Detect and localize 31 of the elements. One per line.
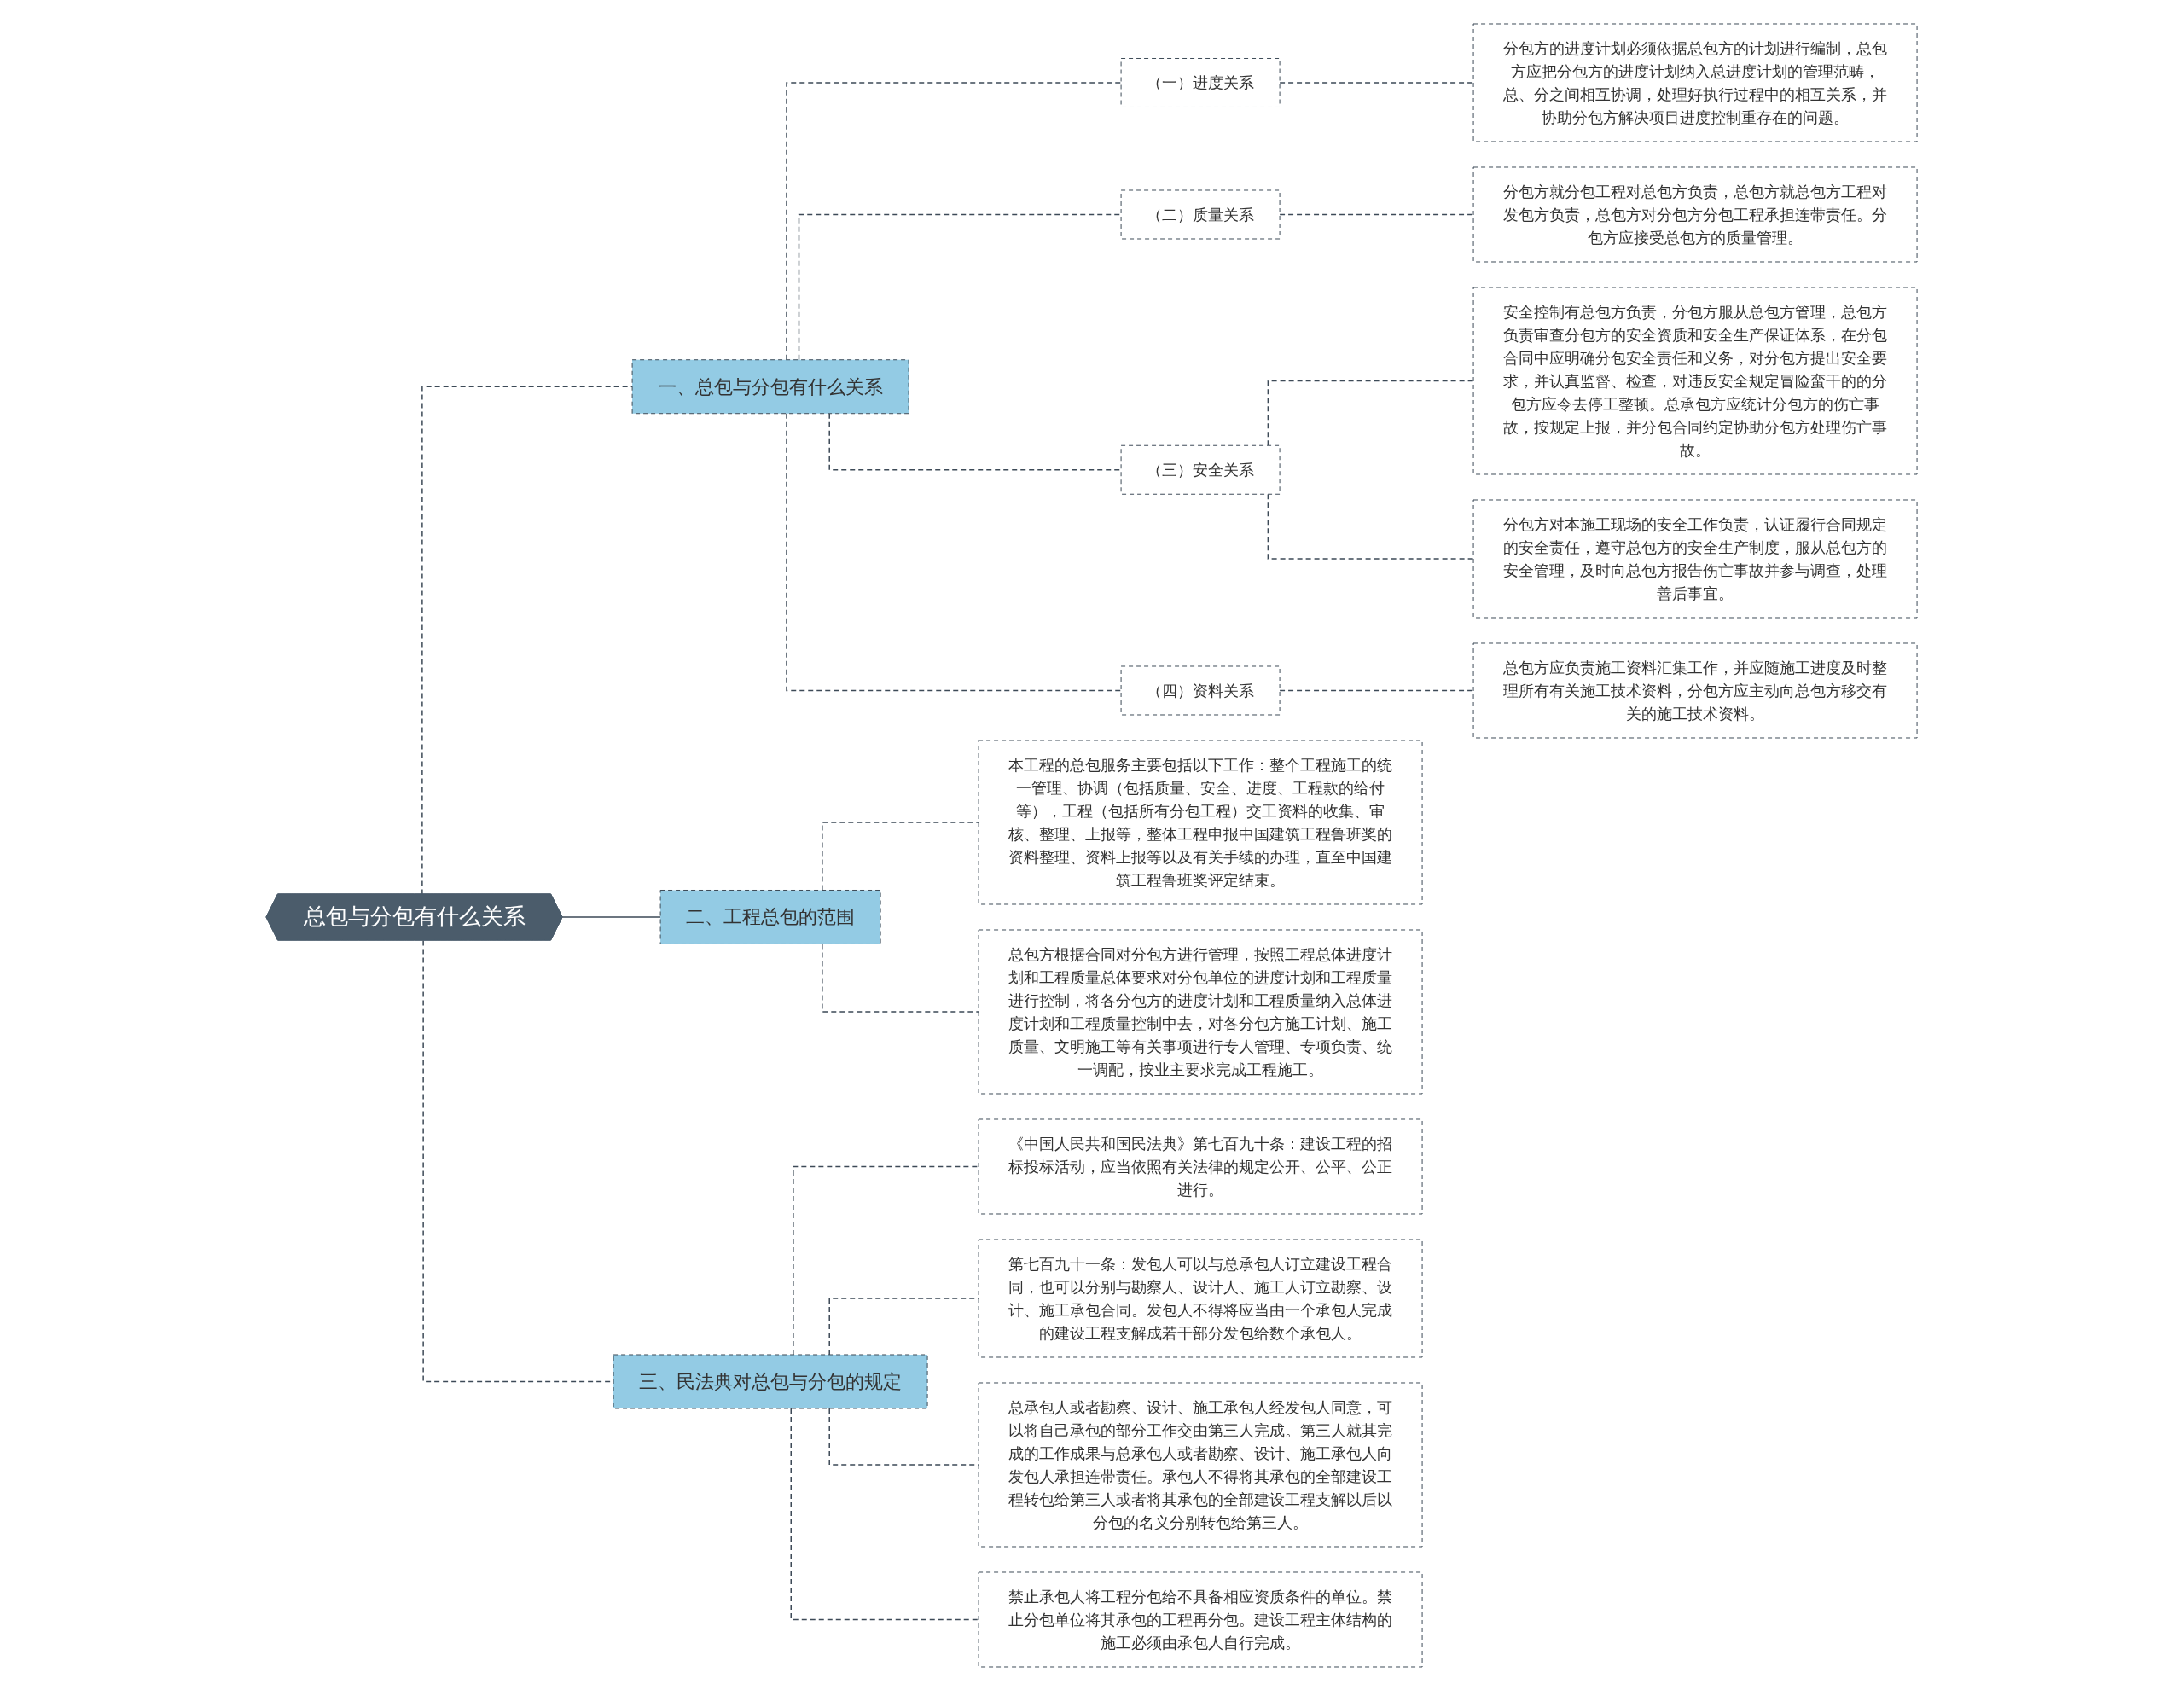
node-box: 总承包人或者勘察、设计、施工承包人经发包人同意，可以将自己承包的部分工作交由第三人完成。第三人就其完成的工作成果与总承包人或者勘察、设计、施工承包人向发包人承担连带责任。承包人不得将其承包的全部建设工程转包给第三人或者将其承包的全部建设工程支解以后以分包的名义分别转包给第三人。 xyxy=(979,1382,1424,1547)
connector xyxy=(421,386,634,895)
node-box: 三、民法典对总包与分包的规定 xyxy=(613,1354,929,1408)
node-box: 第七百九十一条：发包人可以与总承包人订立建设工程合同，也可以分别与勘察人、设计人、施工人订立勘察、设计、施工承包合同。发包人不得将应当由一个承包人完成的建设工程支解成若干部分发包给数个承包人。 xyxy=(979,1239,1424,1357)
connector xyxy=(822,821,980,891)
connector xyxy=(786,81,1123,360)
connector xyxy=(1279,689,1475,691)
node-box: 一、总包与分包有什么关系 xyxy=(632,358,910,414)
node-box: 安全控制有总包方负责，分包方服从总包方管理，总包方负责审查分包方的安全资质和安全生产保证体系，在分包合同中应明确分包安全责任和义务，对分包方提出安全要求，并认真监督、检查，对违反安全规定冒险蛮干的的分包方应令去停工整顿。总承包方应统计分包方的伤亡事故，按规定上报，并分包合同约定协助分包方处理伤亡事故。 xyxy=(1473,287,1919,474)
node-box: 分包方的进度计划必须依据总包方的计划进行编制，总包方应把分包方的进度计划纳入总进度计划的管理范畴，总、分之间相互协调，处理好执行过程中的相互关系，并协助分包方解决项目进度控制重存在的问题。 xyxy=(1473,23,1919,142)
node-box: 分包方就分包工程对总包方负责，总包方就总包方工程对发包方负责，总包方对分包方分包工程承担连带责任。分包方应接受总包方的质量管理。 xyxy=(1473,166,1919,262)
node-box: （一）进度关系 xyxy=(1121,57,1281,107)
node-box: （三）安全关系 xyxy=(1121,444,1281,495)
node-box: 总包方应负责施工资料汇集工作，并应随施工进度及时整理所有有关施工技术资料，分包方应主动向总包方移交有关的施工技术资料。 xyxy=(1473,642,1919,738)
connector xyxy=(793,1165,980,1356)
connector xyxy=(1268,493,1475,560)
node-box: 《中国人民共和国民法典》第七百九十条：建设工程的招标投标活动，应当依照有关法律的规定公开、公平、公正进行。 xyxy=(979,1118,1424,1214)
connector xyxy=(1279,81,1475,84)
node-box: 本工程的总包服务主要包括以下工作：整个工程施工的统一管理、协调（包括质量、安全、进度、工程款的给付等），工程（包括所有分包工程）交工资料的收集、审核、整理、上报等，整体工程申报中国建筑工程鲁班奖的资料整理、资料上报等以及有关手续的办理，直至中国建筑工程鲁班奖评定结束。 xyxy=(979,740,1424,904)
node-box: 二、工程总包的范围 xyxy=(660,889,882,944)
node-box: 禁止承包人将工程分包给不具备相应资质条件的单位。禁止分包单位将其承包的工程再分包。建设工程主体结构的施工必须由承包人自行完成。 xyxy=(979,1571,1424,1667)
node-box: （四）资料关系 xyxy=(1121,665,1281,715)
node-box: （二）质量关系 xyxy=(1121,189,1281,239)
connector xyxy=(1279,213,1475,215)
connector xyxy=(822,943,980,1013)
connector xyxy=(562,915,662,918)
connector xyxy=(790,1407,980,1620)
node-box: 分包方对本施工现场的安全工作负责，认证履行合同规定的安全责任，遵守总包方的安全生产制度，服从总包方的安全管理，及时向总包方报告伤亡事故并参与调查，处理善后事宜。 xyxy=(1473,499,1919,618)
node-box: 总包方根据合同对分包方进行管理，按照工程总体进度计划和工程质量总体要求对分包单位的进度计划和工程质量进行控制，将各分包方的进度计划和工程质量纳入总体进度计划和工程质量控制中去，对各分包方施工计划、施工质量、文明施工等有关事项进行专人管理、专项负责、统一调配，按业主要求完成工程施工。 xyxy=(979,929,1424,1094)
connector xyxy=(1268,380,1475,446)
connector xyxy=(786,412,1123,691)
